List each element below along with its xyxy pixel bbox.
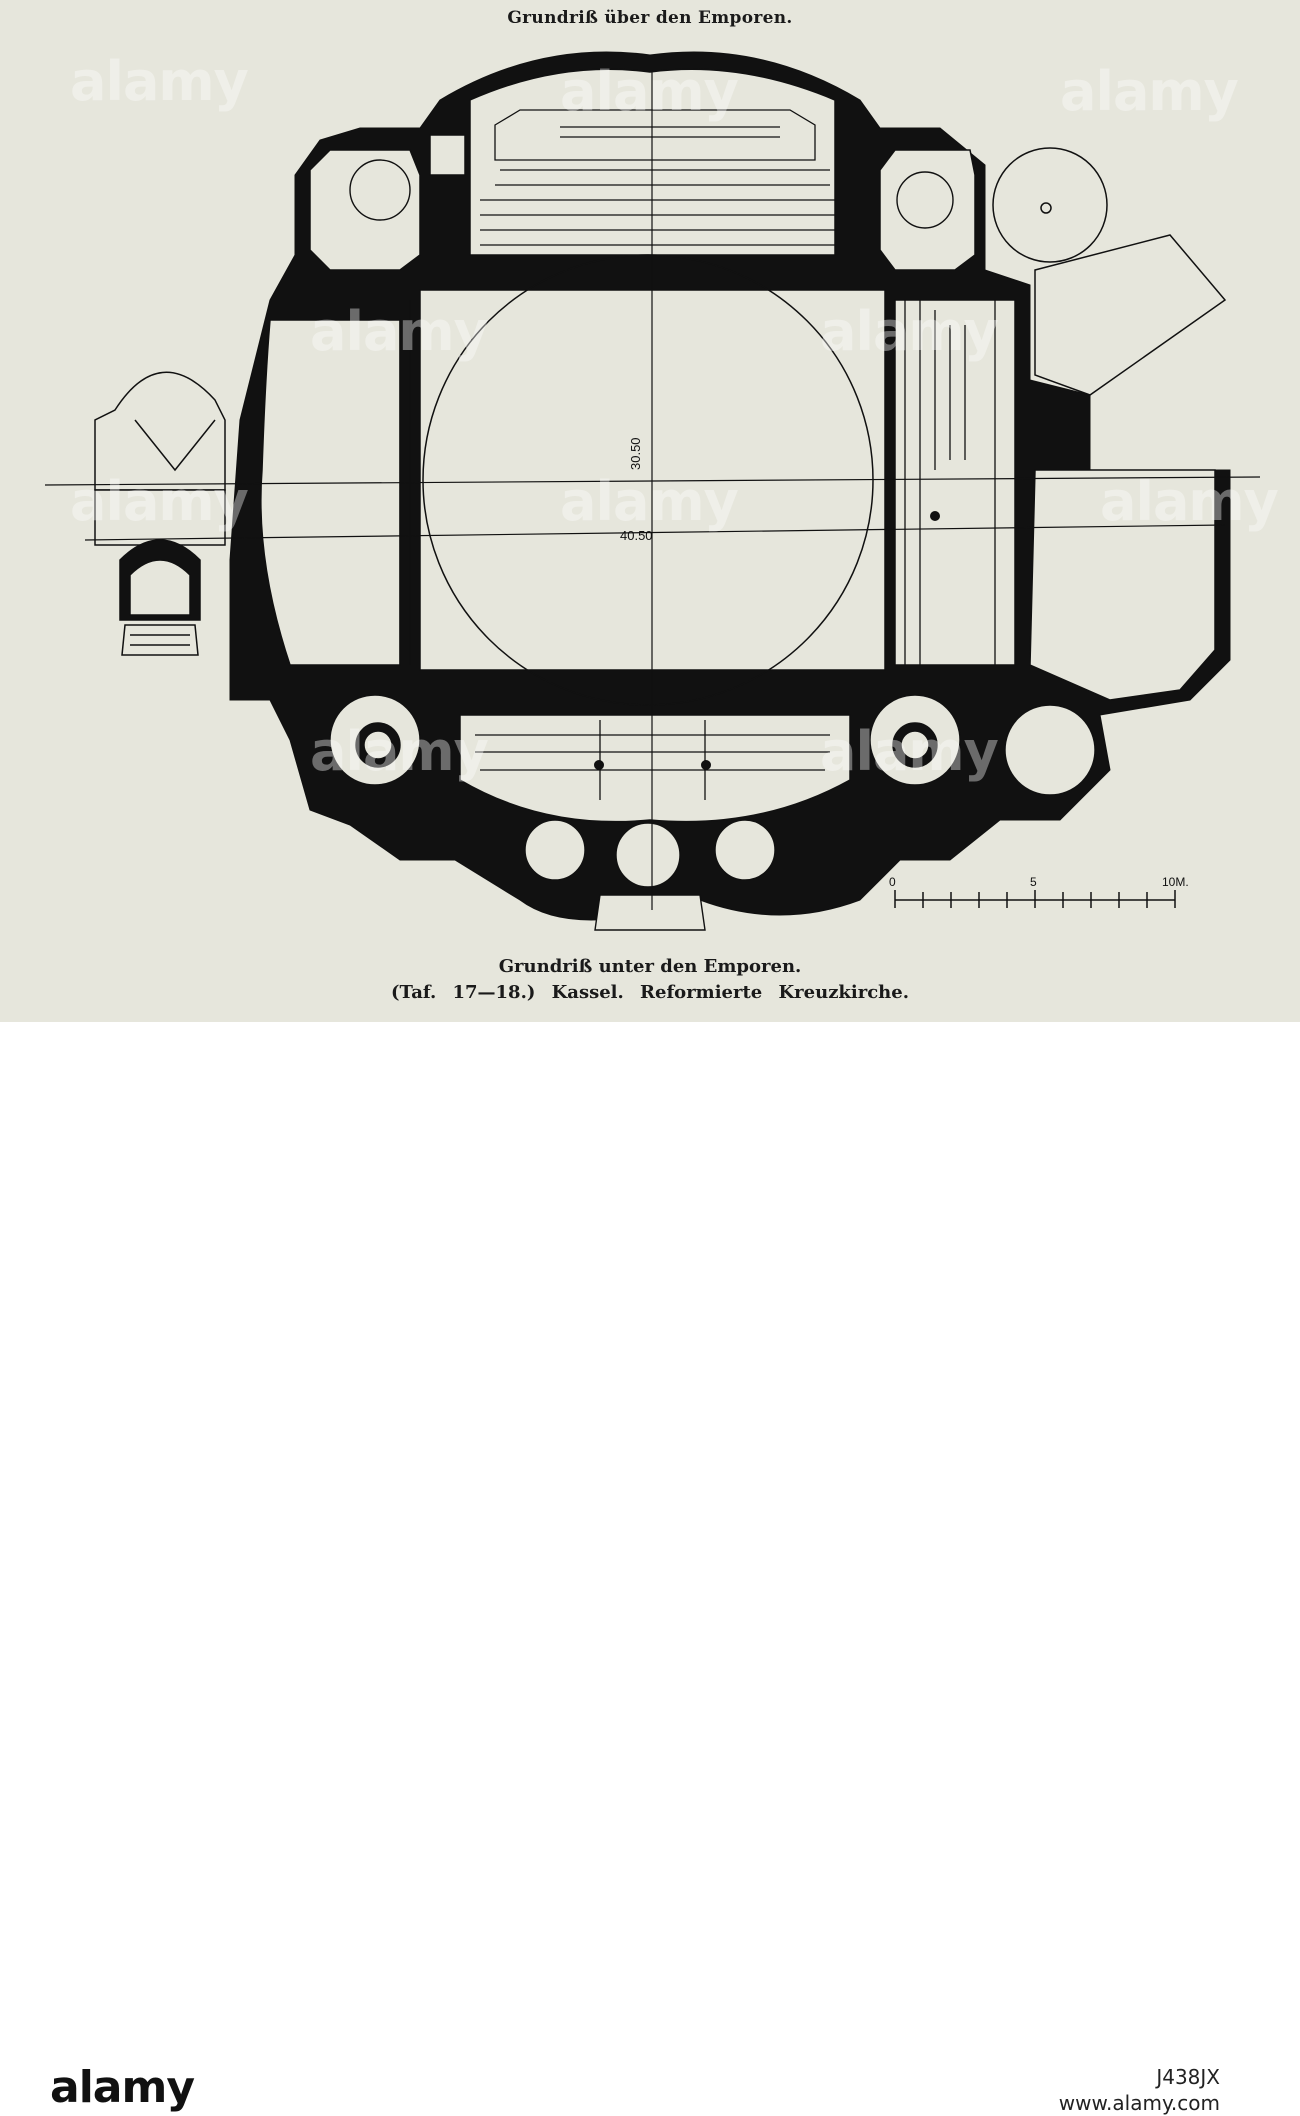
watermark: alamy bbox=[1060, 60, 1239, 123]
stock-url[interactable]: www.alamy.com bbox=[1058, 2091, 1220, 2115]
horizontal-dimension: 40.50 bbox=[620, 528, 653, 543]
watermark: alamy bbox=[70, 470, 249, 533]
right-annex bbox=[992, 147, 1227, 396]
plate-caption: (Taf. 17—18.) Kassel. Reformierte Kreuzk… bbox=[391, 982, 909, 1003]
watermark: alamy bbox=[310, 300, 489, 363]
plan-caption-lower: Grundriß unter den Emporen. bbox=[498, 956, 802, 977]
stair-towers bbox=[329, 159, 1096, 931]
watermark: alamy bbox=[820, 300, 999, 363]
alamy-logo[interactable]: alamy bbox=[50, 2062, 195, 2113]
vertical-dimension: 30.50 bbox=[628, 437, 643, 470]
stock-image-id: J438JX bbox=[1156, 2065, 1220, 2089]
watermark: alamy bbox=[70, 50, 249, 113]
watermark: alamy bbox=[560, 470, 739, 533]
scale-label-end: 10M. bbox=[1162, 875, 1189, 889]
scale-bar bbox=[894, 890, 1176, 908]
pillars bbox=[594, 507, 1031, 770]
floor-plan: 30.50 40.50 0 5 10M. bbox=[44, 51, 1261, 931]
stock-footer: alamy J438JX www.alamy.com bbox=[0, 1022, 1300, 2115]
axis-lines bbox=[44, 72, 1261, 910]
drawing-plate: Grundriß über den Emporen. bbox=[0, 0, 1300, 1022]
plan-title-upper: Grundriß über den Emporen. bbox=[507, 8, 793, 28]
scale-label-mid: 5 bbox=[1030, 875, 1037, 889]
gallery-tiers-top bbox=[480, 109, 835, 246]
watermark: alamy bbox=[1100, 470, 1279, 533]
scale-label-start: 0 bbox=[889, 875, 896, 889]
watermark: alamy bbox=[560, 60, 739, 123]
left-annex bbox=[94, 371, 226, 656]
stock-info: J438JX www.alamy.com bbox=[1059, 2064, 1220, 2116]
watermark: alamy bbox=[820, 720, 999, 783]
watermark: alamy bbox=[310, 720, 489, 783]
